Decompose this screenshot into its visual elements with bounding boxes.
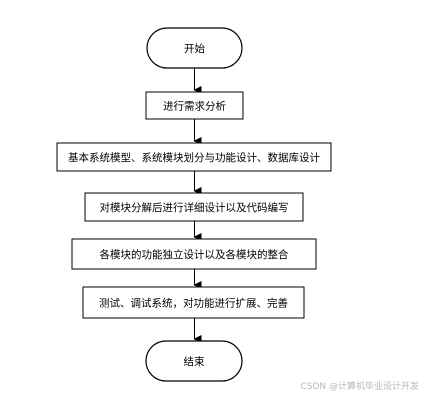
step-2-box: 基本系统模型、系统模块划分与功能设计、数据库设计 [56,142,332,172]
step-1-label: 进行需求分析 [163,100,226,113]
watermark: CSDN @计算机毕业设计开发 [300,382,419,392]
step-3-label: 对模块分解后进行详细设计以及代码编写 [100,201,289,214]
step-1-box: 进行需求分析 [145,91,244,120]
step-3-box: 对模块分解后进行详细设计以及代码编写 [84,192,304,222]
step-4-label: 各模块的功能独立设计以及各模块的整合 [100,248,289,261]
step-5-label: 测试、调试系统，对功能进行扩展、完善 [99,297,288,310]
end-label: 结束 [184,355,205,368]
start-label: 开始 [184,42,205,55]
end-node: 结束 [145,340,243,382]
step-5-box: 测试、调试系统，对功能进行扩展、完善 [82,286,305,319]
step-4-box: 各模块的功能独立设计以及各模块的整合 [71,238,317,270]
start-node: 开始 [146,27,243,69]
step-2-label: 基本系统模型、系统模块划分与功能设计、数据库设计 [68,151,320,164]
